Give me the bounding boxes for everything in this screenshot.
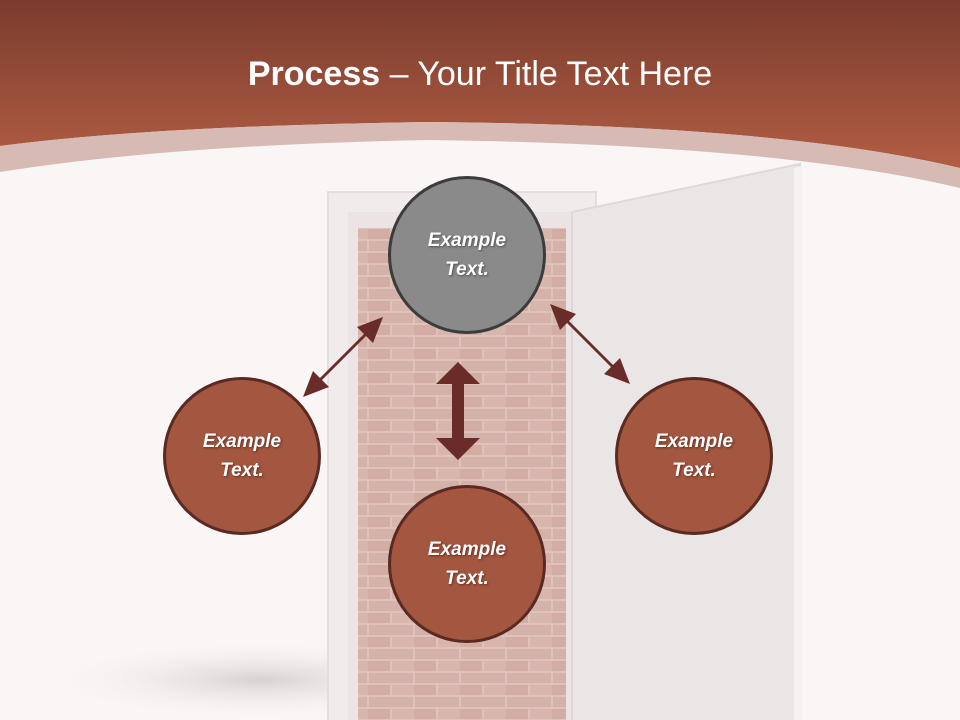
- door-edge: [794, 166, 802, 720]
- node-circle-text: Example Text.: [407, 535, 527, 593]
- header-band: [0, 0, 960, 168]
- slide-title: Process – Your Title Text Here: [0, 48, 960, 100]
- title-rest: – Your Title Text Here: [380, 55, 713, 93]
- double-arrow-top-right: [550, 304, 630, 384]
- node-circle-text: Example Text.: [634, 427, 754, 485]
- arrows: [303, 304, 630, 460]
- hub-circle-text: Example Text.: [407, 226, 527, 284]
- hub-circle-top: Example Text.: [388, 176, 546, 334]
- node-circle-right: Example Text.: [615, 377, 773, 535]
- node-circle-text: Example Text.: [182, 427, 302, 485]
- node-line-1: Example: [202, 431, 282, 452]
- node-circle-left: Example Text.: [163, 377, 321, 535]
- node-line-2: Text.: [220, 460, 264, 481]
- double-arrow-vertical: [436, 362, 480, 460]
- node-line-2: Text.: [672, 460, 716, 481]
- node-line-1: Example: [654, 431, 734, 452]
- node-line-2: Text.: [445, 259, 489, 280]
- node-line-2: Text.: [445, 568, 489, 589]
- node-line-1: Example: [427, 539, 507, 560]
- node-circle-bottom: Example Text.: [388, 485, 546, 643]
- node-line-1: Example: [427, 230, 507, 251]
- double-arrow-top-left: [303, 317, 383, 397]
- title-bold: Process: [247, 55, 381, 93]
- header-swoosh: [0, 122, 960, 188]
